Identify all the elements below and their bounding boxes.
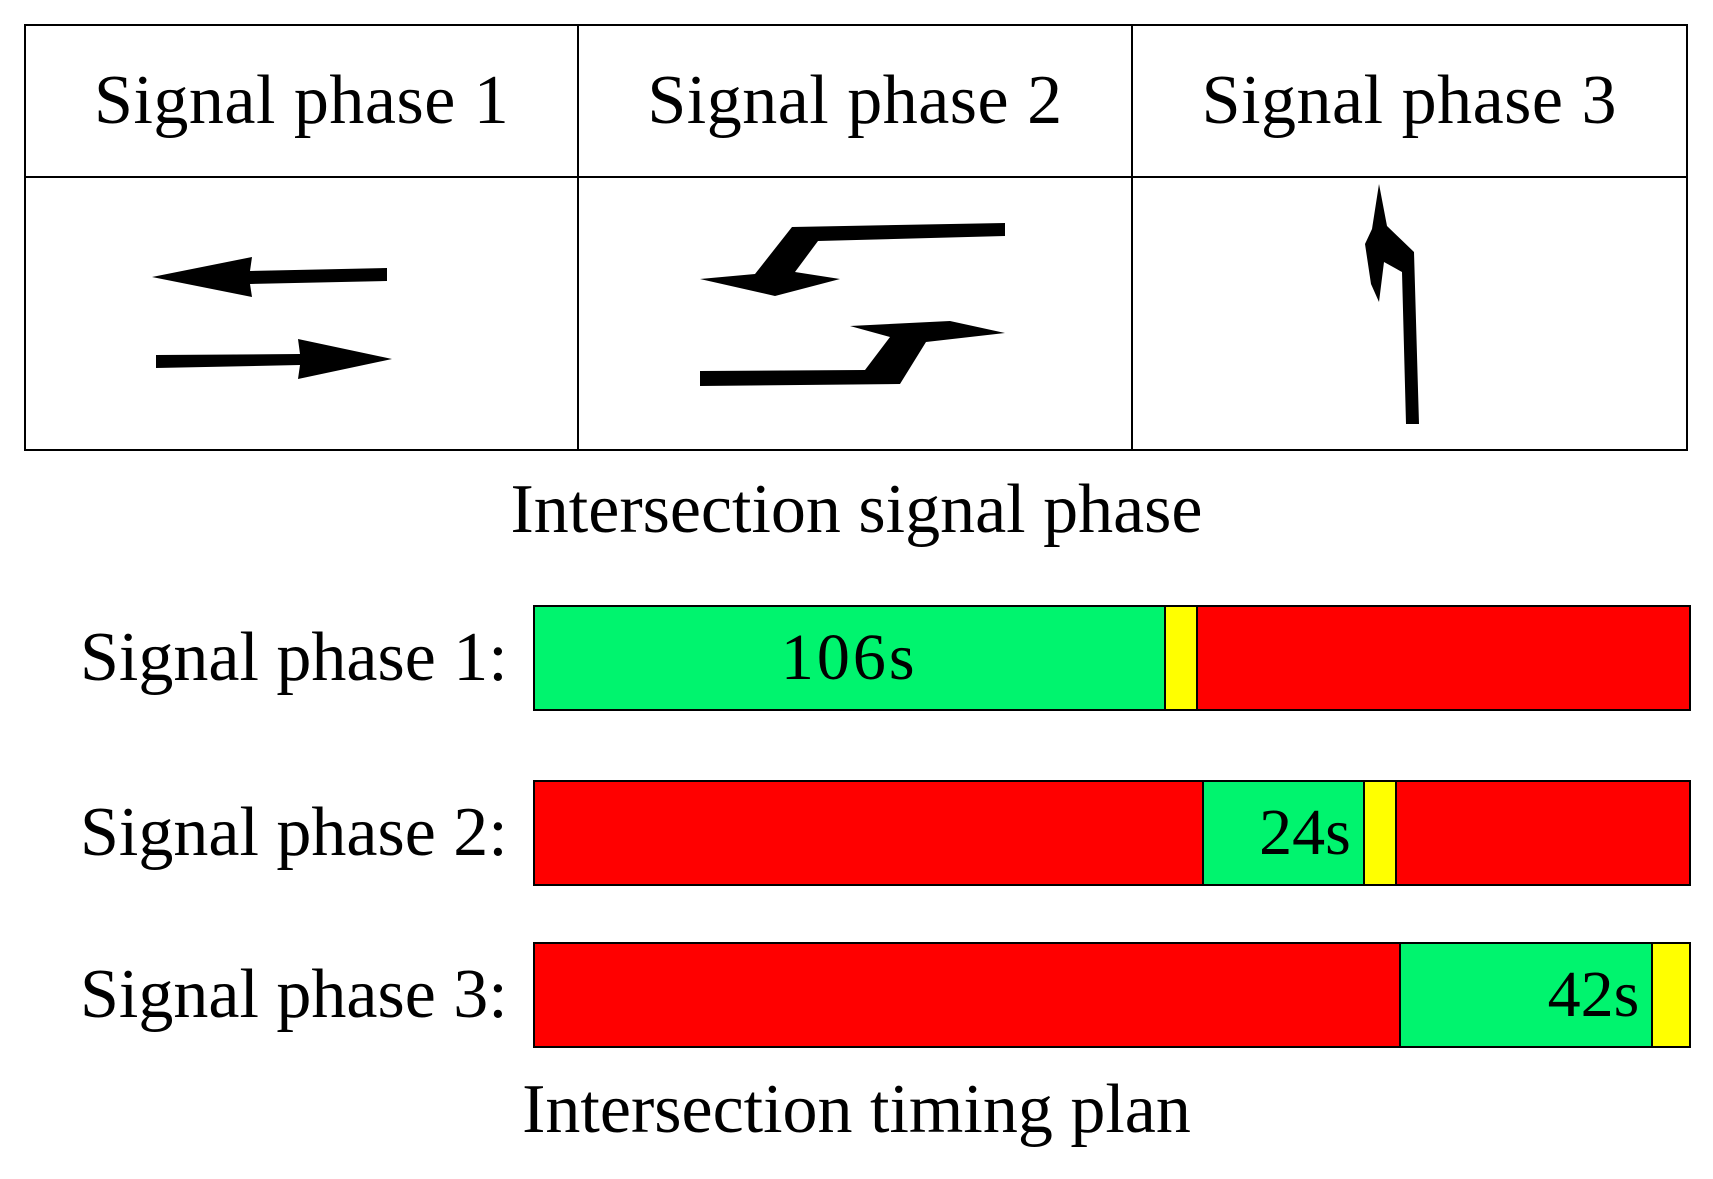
timing-bar: 24s bbox=[533, 780, 1691, 886]
yellow-segment bbox=[1653, 944, 1689, 1046]
red-segment bbox=[535, 944, 1401, 1046]
timing-row-phase-2: Signal phase 2: 24s bbox=[0, 780, 1713, 886]
phase-2-icon-cell bbox=[579, 178, 1133, 449]
green-time-label: 106s bbox=[780, 621, 918, 694]
red-segment bbox=[1397, 782, 1689, 884]
phase-3-icon-cell bbox=[1133, 178, 1686, 449]
phase-1-icon-cell bbox=[26, 178, 580, 449]
green-segment: 24s bbox=[1204, 782, 1365, 884]
timing-row-phase-1: Signal phase 1: 106s bbox=[0, 605, 1713, 711]
red-segment bbox=[1198, 607, 1689, 709]
yellow-segment bbox=[1165, 607, 1199, 709]
left-turn-arrows-icon bbox=[699, 222, 1005, 386]
timing-row-label: Signal phase 3: bbox=[80, 956, 508, 1033]
signal-phase-table: Signal phase 1 Signal phase 2 Signal pha… bbox=[24, 24, 1688, 451]
red-segment bbox=[535, 782, 1205, 884]
timing-row-phase-3: Signal phase 3: 42s bbox=[0, 942, 1713, 1048]
green-time-label: 42s bbox=[1547, 958, 1640, 1031]
left-turn-single-arrow-icon bbox=[1365, 183, 1420, 424]
yellow-segment bbox=[1364, 782, 1398, 884]
timing-row-label: Signal phase 2: bbox=[80, 794, 508, 871]
timing-bar: 42s bbox=[533, 942, 1691, 1048]
phase-2-header: Signal phase 2 bbox=[579, 26, 1133, 178]
timing-plan-caption: Intersection timing plan bbox=[522, 1071, 1191, 1148]
through-arrows-icon bbox=[151, 256, 392, 379]
phase-1-header: Signal phase 1 bbox=[26, 26, 580, 178]
signal-phase-caption: Intersection signal phase bbox=[510, 471, 1203, 548]
green-time-label: 24s bbox=[1259, 796, 1351, 869]
timing-bar: 106s bbox=[533, 605, 1691, 711]
green-segment: 106s bbox=[535, 607, 1166, 709]
timing-row-label: Signal phase 1: bbox=[80, 619, 508, 696]
phase-3-header: Signal phase 3 bbox=[1132, 26, 1686, 178]
green-segment: 42s bbox=[1400, 944, 1654, 1046]
